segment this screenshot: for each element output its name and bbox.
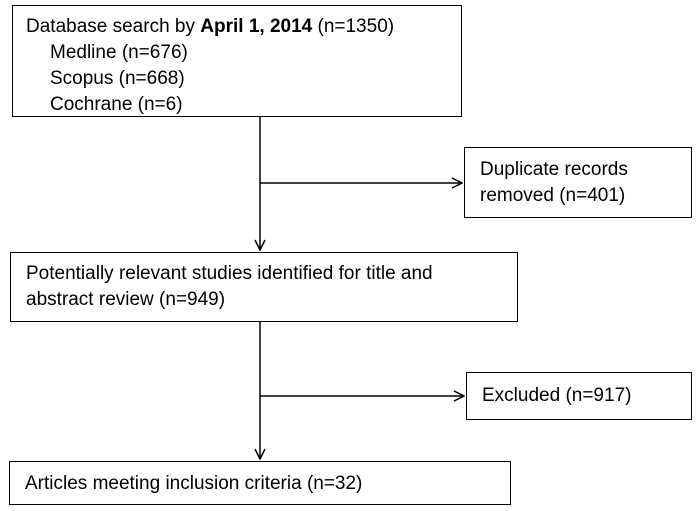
duplicates-removed-box: Duplicate records removed (n=401) [464, 147, 692, 218]
excluded-label: Excluded (n=917) [482, 385, 632, 406]
source-medline: Medline (n=676) [50, 42, 188, 63]
relevant-studies-box: Potentially relevant studies identified … [10, 252, 518, 322]
database-search-box: Database search by April 1, 2014 (n=1350… [12, 5, 462, 117]
duplicates-line-2: removed (n=401) [480, 185, 626, 206]
included-label: Articles meeting inclusion criteria (n=3… [25, 473, 363, 494]
excluded-box: Excluded (n=917) [466, 372, 692, 420]
source-cochrane: Cochrane (n=6) [50, 94, 183, 115]
relevant-line-2: abstract review (n=949) [26, 289, 226, 310]
duplicates-line-1: Duplicate records [480, 159, 628, 180]
relevant-line-1: Potentially relevant studies identified … [26, 263, 433, 284]
search-heading: Database search by April 1, 2014 (n=1350… [26, 16, 395, 37]
source-scopus: Scopus (n=668) [50, 68, 185, 89]
included-articles-box: Articles meeting inclusion criteria (n=3… [9, 461, 511, 505]
